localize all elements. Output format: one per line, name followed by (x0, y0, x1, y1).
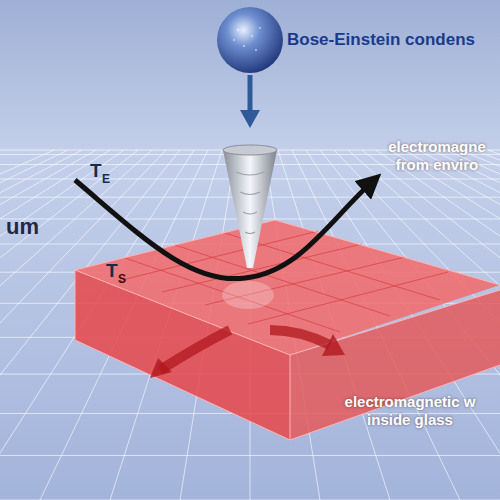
condensate-speckle (233, 27, 261, 51)
inner-wave-head (322, 334, 345, 356)
temperature-subscript: S (118, 272, 132, 286)
funnel-twist (236, 172, 264, 234)
condensate-sphere (217, 7, 283, 73)
condensate-label: Bose-Einstein condens (287, 30, 497, 50)
wave-label: electromagnetic w inside glass (330, 393, 490, 429)
glow (222, 281, 274, 309)
temperature-subscript: E (102, 172, 116, 186)
inner-wave-head (150, 358, 172, 378)
floor-grid (0, 150, 500, 500)
inner-wave-arrow (270, 330, 330, 345)
wave-label: electromagne from enviro (378, 138, 496, 174)
slab-edges (75, 220, 500, 440)
slab-grid (118, 231, 448, 332)
inner-wave-arrow (160, 330, 230, 370)
region-label: um (6, 214, 56, 240)
environment-wave-arrow (75, 180, 372, 279)
funnel (223, 150, 277, 268)
down-arrow (248, 75, 253, 112)
funnel-rim (223, 145, 277, 155)
floor (0, 150, 500, 500)
slab-top-face (75, 220, 500, 355)
down-arrow-head (240, 110, 260, 128)
